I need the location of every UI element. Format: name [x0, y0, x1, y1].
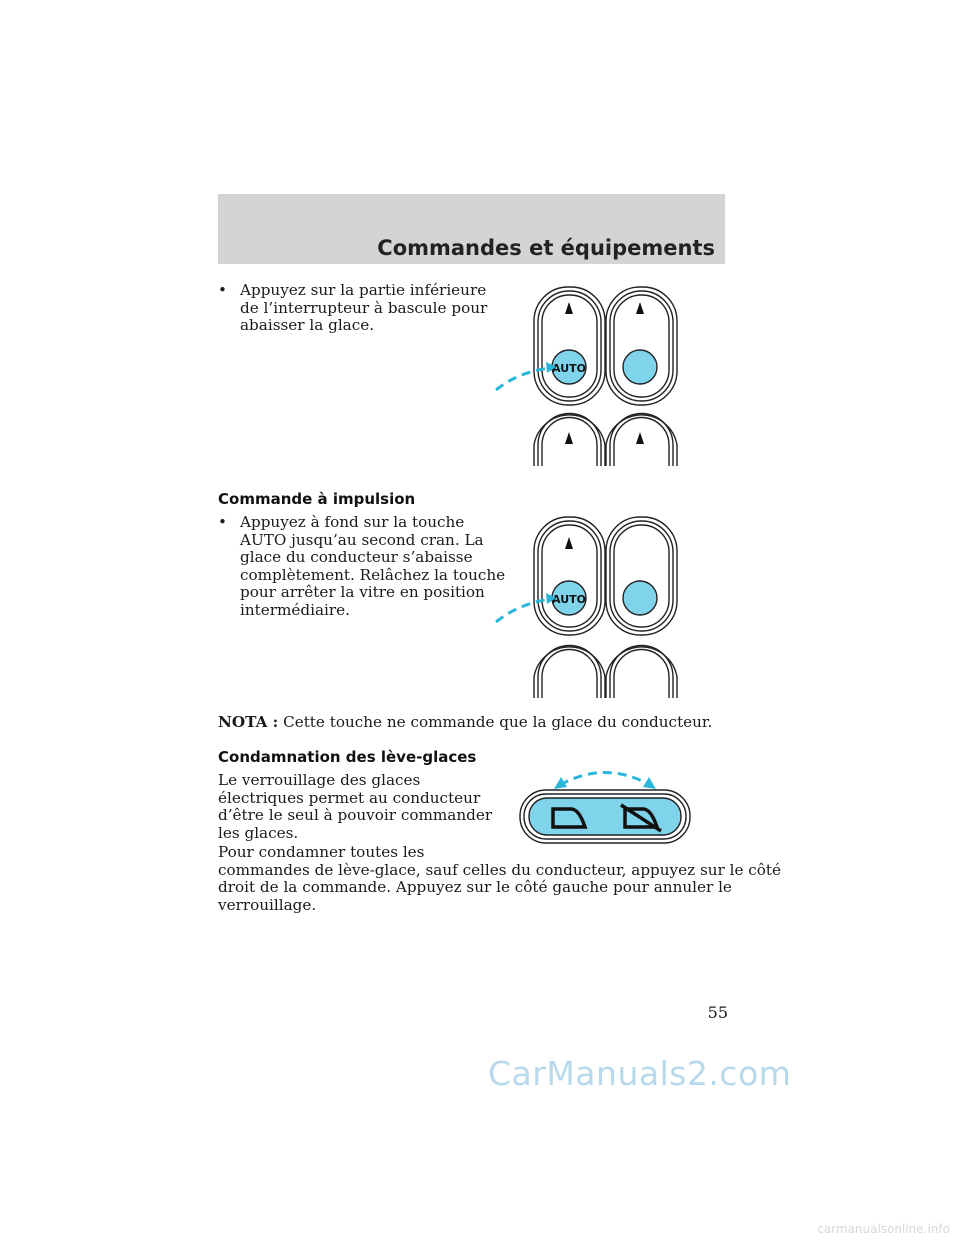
text-line: glace du conducteur s’abaisse: [240, 548, 473, 567]
text-line: électriques permet au conducteur: [218, 788, 481, 807]
text-line: d’être le seul à pouvoir commander: [218, 806, 493, 825]
auto-label: AUTO: [552, 593, 586, 606]
press-path-icon: [495, 597, 551, 624]
bullet-symbol: •: [218, 281, 227, 299]
lock-paragraph-1: Le verrouillage des glaces électriques p…: [218, 771, 493, 842]
passenger-button-icon: [622, 349, 658, 385]
up-arrow-icon: [636, 432, 644, 444]
window-lock-switch-figure: [519, 771, 691, 844]
up-arrow-icon: [636, 302, 644, 314]
watermark: CarManuals2.com: [488, 1054, 792, 1093]
arrow-head-icon: [546, 362, 556, 373]
text-line: Pour condamner toutes les: [218, 843, 425, 861]
window-icon: [551, 807, 588, 829]
text-line: abaisser la glace.: [240, 316, 375, 335]
note-label: NOTA :: [218, 713, 279, 731]
up-arrow-icon: [565, 432, 573, 444]
note: NOTA : Cette touche ne commande que la g…: [218, 713, 713, 732]
text-line: verrouillage.: [218, 895, 317, 914]
auto-label: AUTO: [552, 362, 586, 375]
arrow-head-icon: [546, 593, 556, 604]
lock-paragraph-2: Pour condamner toutes les commandes de l…: [218, 843, 782, 914]
up-arrow-icon: [565, 537, 573, 549]
up-arrow-icon: [565, 302, 573, 314]
text-line: de l’interrupteur à bascule pour: [240, 298, 488, 317]
page-number: 55: [707, 1003, 728, 1022]
text-line: Appuyez sur la partie inférieure: [240, 281, 487, 299]
text-line: pour arrêter la vitre en position: [240, 583, 485, 602]
text-line: les glaces.: [218, 823, 299, 842]
text-line: Appuyez à fond sur la touche: [240, 513, 465, 531]
text-line: Le verrouillage des glaces: [218, 771, 421, 789]
arrow-head-icon: [643, 777, 656, 789]
passenger-button-icon: [622, 580, 658, 616]
text-line: droit de la commande. Appuyez sur le côt…: [218, 878, 732, 897]
subsection-heading: Commande à impulsion: [218, 490, 416, 508]
note-text: Cette touche ne commande que la glace du…: [283, 713, 713, 731]
section-title: Commandes et équipements: [377, 236, 715, 260]
section-header-band: Commandes et équipements: [218, 194, 725, 264]
press-path-icon: [495, 366, 551, 392]
toggle-path-icon: [559, 771, 651, 787]
bullet-symbol: •: [218, 513, 227, 531]
text-line: commandes de lève-glace, sauf celles du …: [218, 860, 782, 879]
arrow-head-icon: [554, 777, 567, 789]
window-switch-figure-lower: AUTO: [495, 286, 678, 466]
instruction-bullet-auto: • Appuyez à fond sur la touche AUTO jusq…: [218, 513, 506, 620]
window-switch-figure-auto: AUTO: [495, 516, 678, 698]
footer-watermark: carmanualsonline.info: [817, 1222, 950, 1236]
text-line: intermédiaire.: [240, 600, 350, 619]
text-line: AUTO jusqu’au second cran. La: [240, 530, 484, 549]
subsection-heading: Condamnation des lève-glaces: [218, 748, 477, 766]
text-line: complètement. Relâchez la touche: [240, 565, 506, 584]
instruction-bullet-lower: • Appuyez sur la partie inférieure de l’…: [218, 281, 488, 335]
